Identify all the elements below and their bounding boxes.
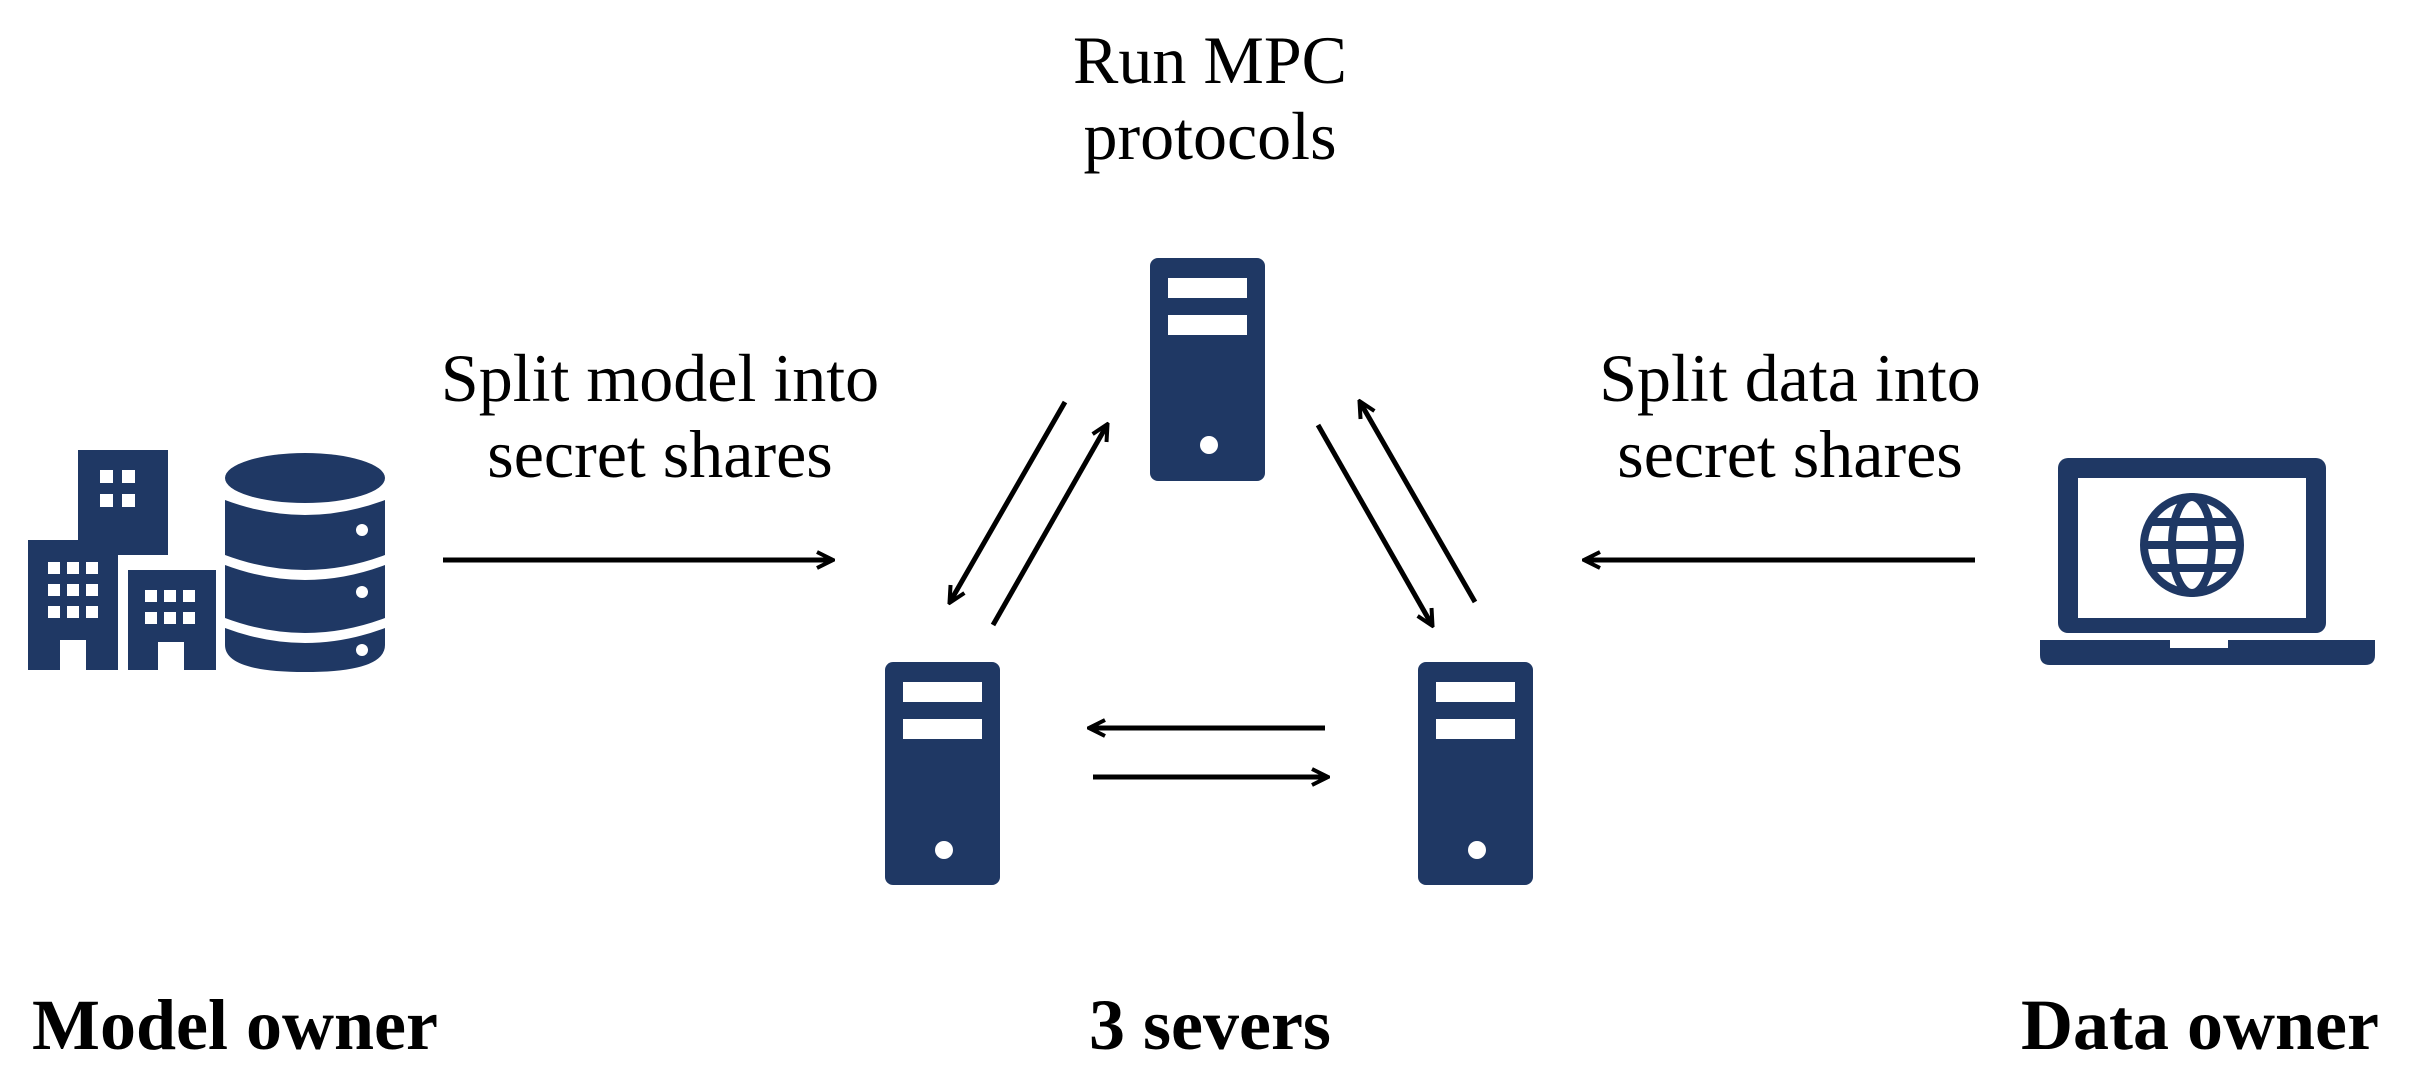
mpc-protocols-label-line1: Run MPC [1073, 22, 1347, 98]
mpc-protocols-label-line2: protocols [1083, 98, 1337, 175]
right-to-top-arrow [1360, 402, 1478, 604]
top-to-left-arrow [950, 400, 1068, 602]
model-owner-caption: Model owner [32, 985, 438, 1065]
server-icon [1150, 258, 1265, 481]
data-owner-caption: Data owner [2021, 985, 2379, 1065]
arrows [443, 402, 1975, 777]
laptop-globe-icon [2040, 458, 2375, 665]
split-data-label-line2: secret shares [1617, 416, 1963, 493]
servers-caption: 3 severs [1089, 985, 1331, 1065]
left-to-top-arrow [990, 425, 1107, 627]
server-icon [1418, 662, 1533, 885]
database-icon [225, 453, 385, 672]
split-data-label-line1: Split data into [1599, 340, 1981, 416]
mpc-protocols-label: Run MPC protocols [1000, 22, 1420, 174]
server-icon [885, 662, 1000, 885]
buildings-icon [28, 450, 216, 670]
top-to-right-arrow [1315, 423, 1432, 625]
split-data-label: Split data into secret shares [1510, 340, 2070, 492]
split-model-label-line2: secret shares [487, 416, 833, 493]
split-model-label: Split model into secret shares [380, 340, 940, 492]
split-model-label-line1: Split model into [440, 340, 880, 416]
